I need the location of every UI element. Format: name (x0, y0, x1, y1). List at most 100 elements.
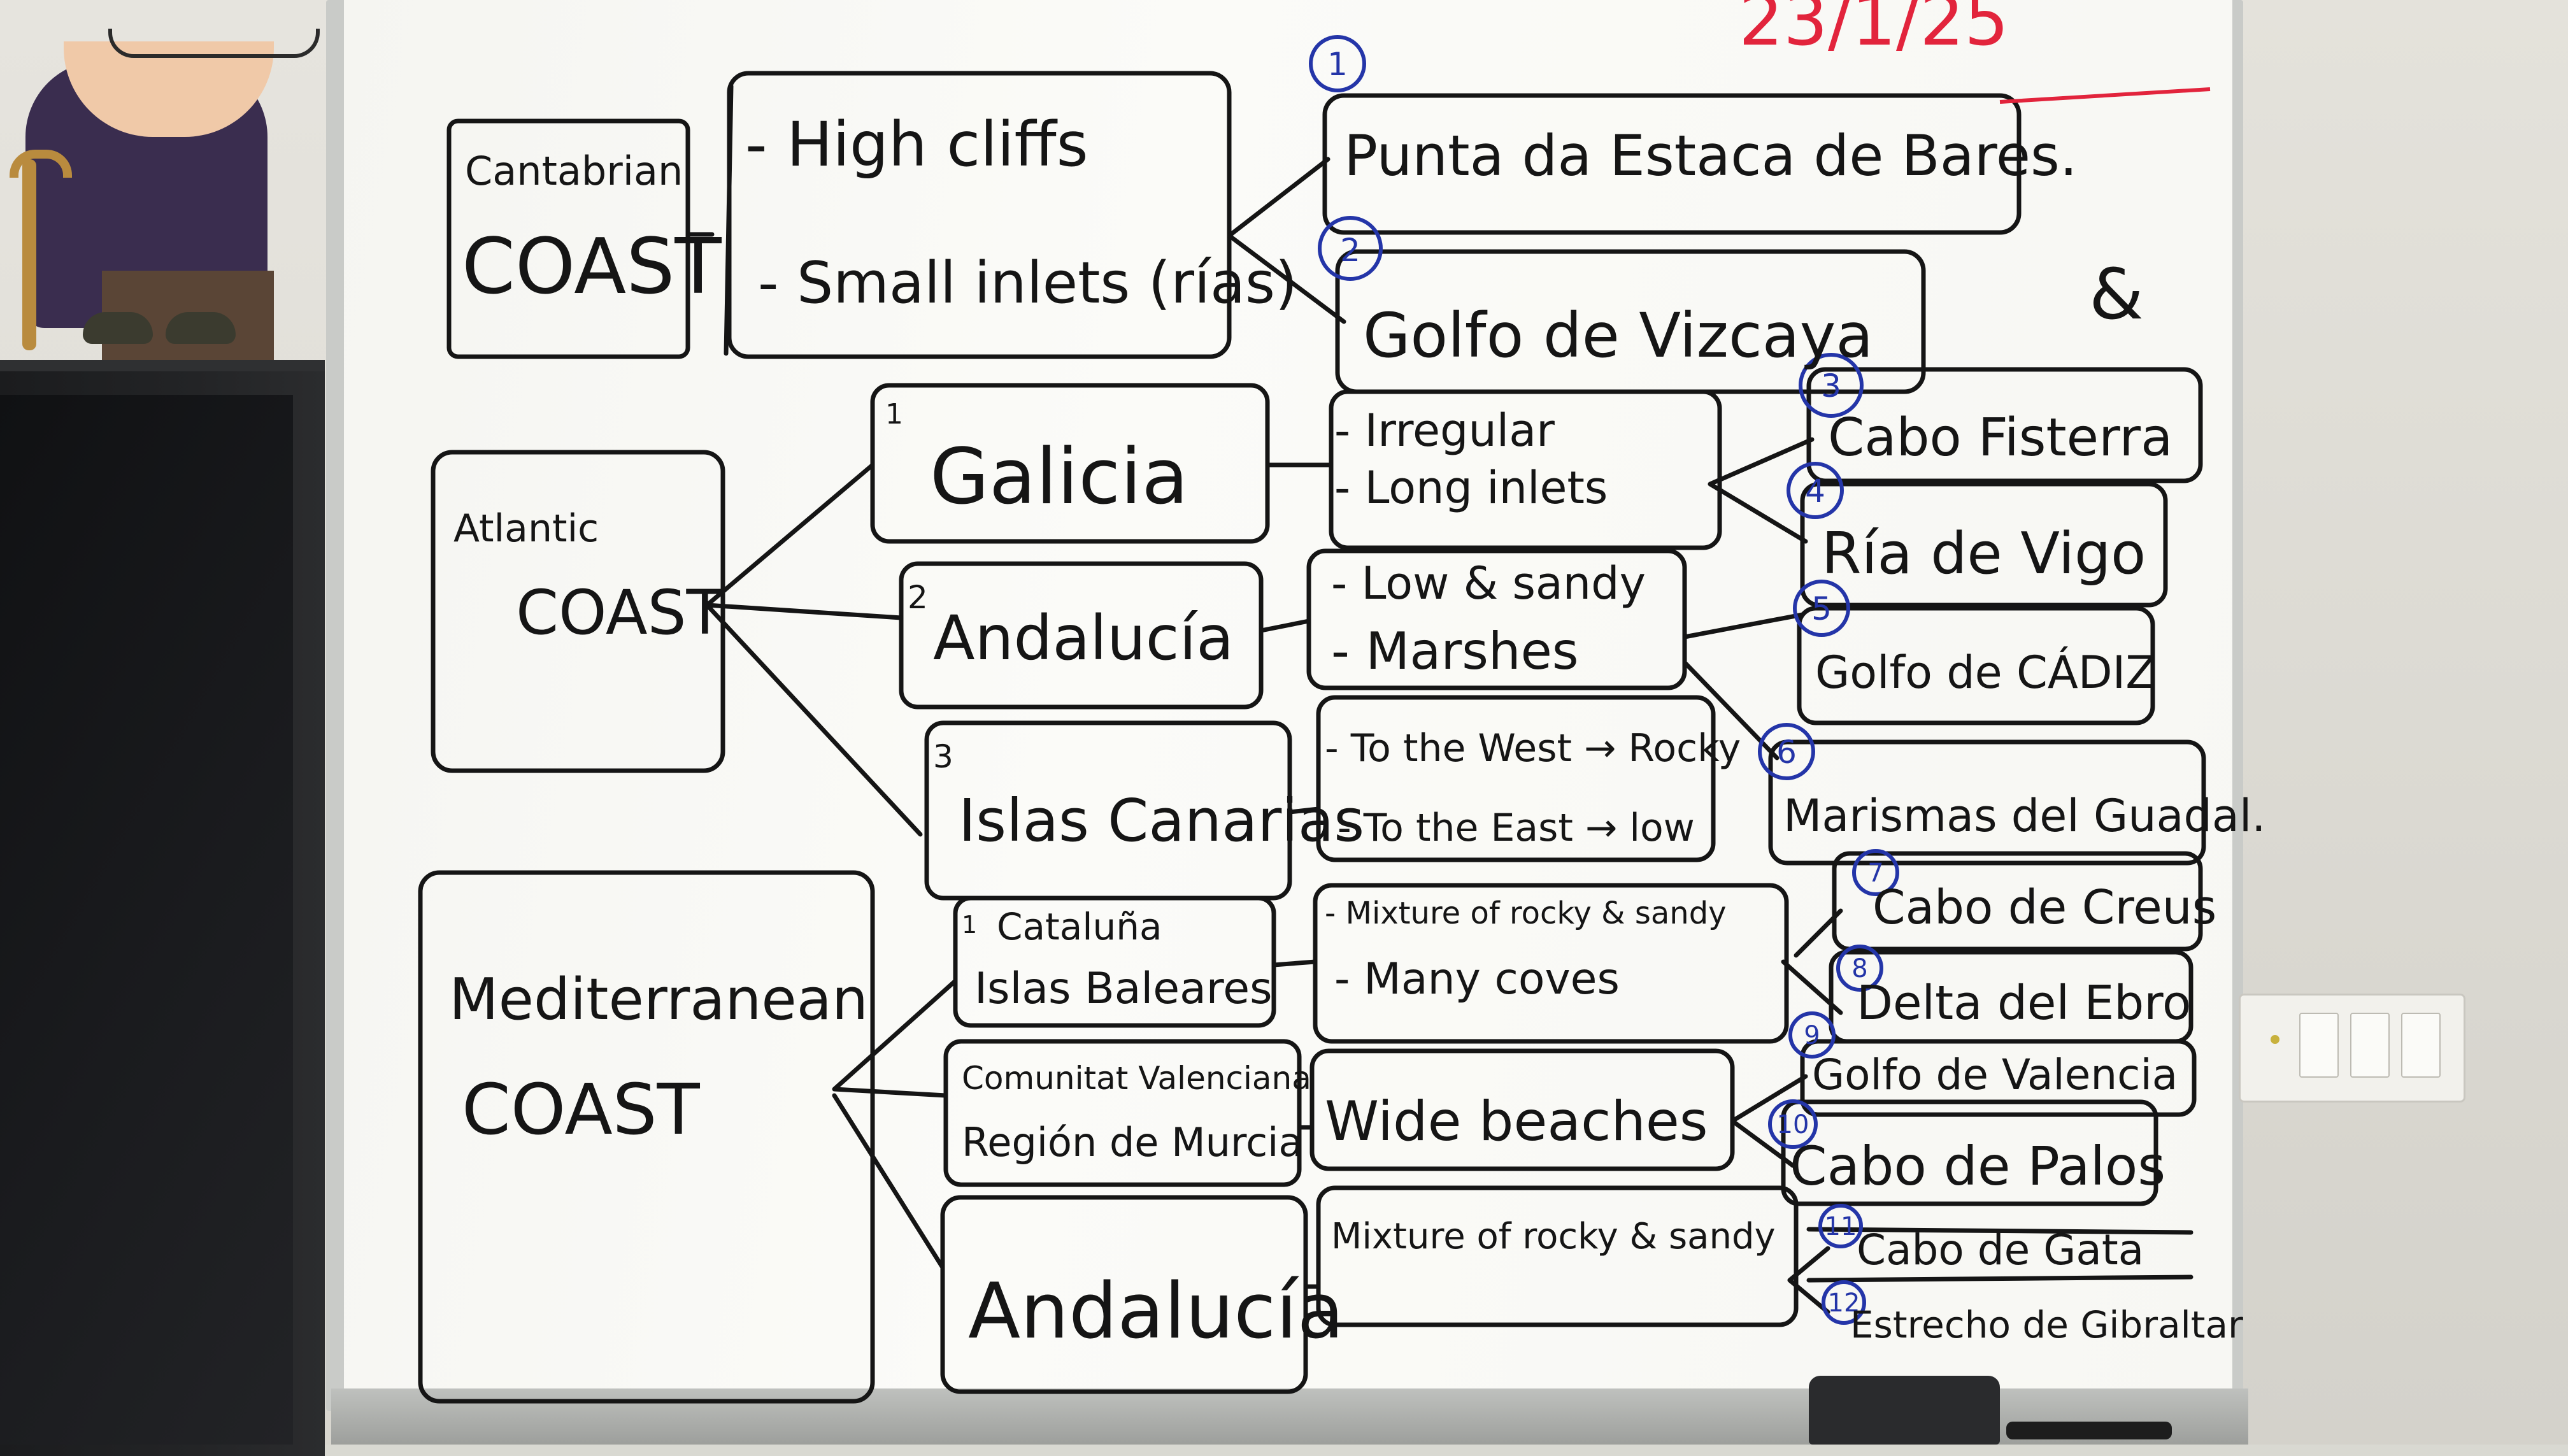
place-num: 2 (1340, 232, 1360, 269)
place-num: 7 (1867, 859, 1883, 888)
atlantic-label: Atlantic (453, 506, 599, 551)
atlantic-coast-label: COAST (516, 577, 724, 648)
features-box-andalucia-med (1316, 1185, 1799, 1327)
place-num-circle (1768, 1099, 1818, 1149)
features-box-galicia (1329, 389, 1722, 550)
region-name: Islas Baleares (974, 964, 1273, 1014)
place-box-6 (1768, 739, 2206, 866)
tv-screen-glass (0, 395, 293, 1445)
light-switch (2350, 1013, 2390, 1078)
cantabrian-label: Cantabrian (465, 148, 683, 194)
place-num: 9 (1804, 1021, 1820, 1050)
connector (1730, 908, 1843, 1315)
place-num: 6 (1776, 734, 1797, 771)
feature-text: - To the West → Rocky (1325, 726, 1741, 771)
switch-led (2271, 1035, 2279, 1044)
cantabrian-coast-label: COAST (462, 223, 722, 311)
place-num: 12 (1828, 1288, 1860, 1318)
region-name: Galicia (930, 433, 1188, 522)
place-num-circle (1793, 580, 1850, 637)
mediterranean-label: Mediterranean (449, 966, 868, 1033)
feature-text: - High cliffs (745, 109, 1088, 180)
place-num: 1 (1327, 46, 1348, 83)
place-name: Golfo de Vizcaya (1363, 300, 1873, 371)
place-num: 11 (1825, 1212, 1857, 1241)
feature-text: - Low & sandy (1331, 557, 1646, 610)
marker (2006, 1422, 2172, 1439)
feature-text: - Many coves (1334, 954, 1620, 1004)
place-name: Marismas del Guadal. (1783, 790, 2266, 842)
cantabrian-box (446, 118, 690, 359)
place-name: Cabo de Gata (1857, 1225, 2144, 1274)
place-box-4 (1800, 482, 2168, 608)
place-name: Golfo de CÁDIZ (1815, 646, 2156, 699)
feature-text: - Small inlets (rías) (758, 250, 1297, 317)
place-name: Cabo de Creus (1872, 880, 2216, 935)
place-num-circle (1787, 462, 1844, 519)
region-name: Cataluña (997, 905, 1162, 948)
place-num-circle (1309, 35, 1366, 92)
light-switch (2299, 1013, 2339, 1078)
place-num-circle (1318, 216, 1383, 281)
region-name: Comunitat Valenciana (962, 1060, 1311, 1097)
connector (832, 978, 958, 1270)
place-num-circle (1836, 945, 1883, 992)
place-num: 10 (1777, 1110, 1809, 1139)
light-switch (2401, 1013, 2441, 1078)
features-box-canarias (1316, 695, 1716, 862)
connector (704, 462, 923, 837)
region-name: Andalucía (968, 1267, 1344, 1356)
place-num-circle (1822, 1280, 1866, 1325)
region-name: Región de Murcia (962, 1119, 1302, 1166)
place-name: Punta da Estaca de Bares. (1344, 123, 2078, 189)
region-name: Islas Canarias (959, 787, 1364, 855)
mediterranean-box (418, 870, 875, 1404)
connector (1682, 437, 1815, 760)
feature-text: Wide beaches (1325, 1090, 1708, 1153)
place-num: 4 (1805, 473, 1825, 510)
region-num: 1 (885, 398, 903, 431)
feature-text: - Long inlets (1334, 462, 1608, 514)
connector (1271, 959, 1321, 1289)
place-name: Delta del Ebro (1857, 976, 2191, 1031)
wall-right (2229, 0, 2568, 1445)
place-name: Golfo de Valencia (1812, 1050, 2178, 1099)
region-name: Andalucía (933, 603, 1234, 674)
region-box-andalucia-med (940, 1195, 1308, 1394)
bracket (724, 83, 734, 356)
place-box-5 (1797, 606, 2155, 725)
connector (1259, 462, 1334, 815)
place-box-3 (1806, 367, 2203, 483)
place-num-circle (1758, 723, 1815, 780)
place-num: 5 (1811, 590, 1832, 627)
place-box-7 (1832, 851, 2203, 952)
mediterranean-coast-label: COAST (462, 1069, 701, 1150)
place-num: 8 (1851, 954, 1867, 983)
region-num: 1 (962, 911, 977, 939)
side-note: & (2089, 253, 2144, 335)
feature-text: - To the East → low (1338, 806, 1695, 850)
place-num-circle (1852, 849, 1899, 896)
region-box-cataluna (953, 896, 1276, 1028)
feature-text: - Marshes (1331, 622, 1579, 681)
feature-text: - Irregular (1334, 404, 1555, 457)
place-name: Cabo de Palos (1790, 1135, 2165, 1197)
region-num: 2 (908, 579, 928, 616)
feature-text: Mixture of rocky & sandy (1331, 1216, 1776, 1257)
place-name: Cabo Fisterra (1828, 408, 2172, 468)
place-num-circle (1799, 353, 1864, 418)
place-name: Ría de Vigo (1822, 520, 2146, 587)
atlantic-box (431, 450, 725, 773)
region-box-valencia (943, 1039, 1302, 1187)
region-num: 3 (933, 738, 953, 775)
place-num-circle (1818, 1204, 1863, 1248)
place-name: Estrecho de Gibraltar (1850, 1303, 2243, 1346)
place-num-circle (1788, 1011, 1836, 1059)
place-underline (1806, 1227, 2194, 1283)
date-underline (1999, 87, 2211, 104)
features-box-valencia (1309, 1048, 1735, 1171)
region-box-andalucia (899, 561, 1264, 710)
place-box-10 (1781, 1099, 2158, 1206)
